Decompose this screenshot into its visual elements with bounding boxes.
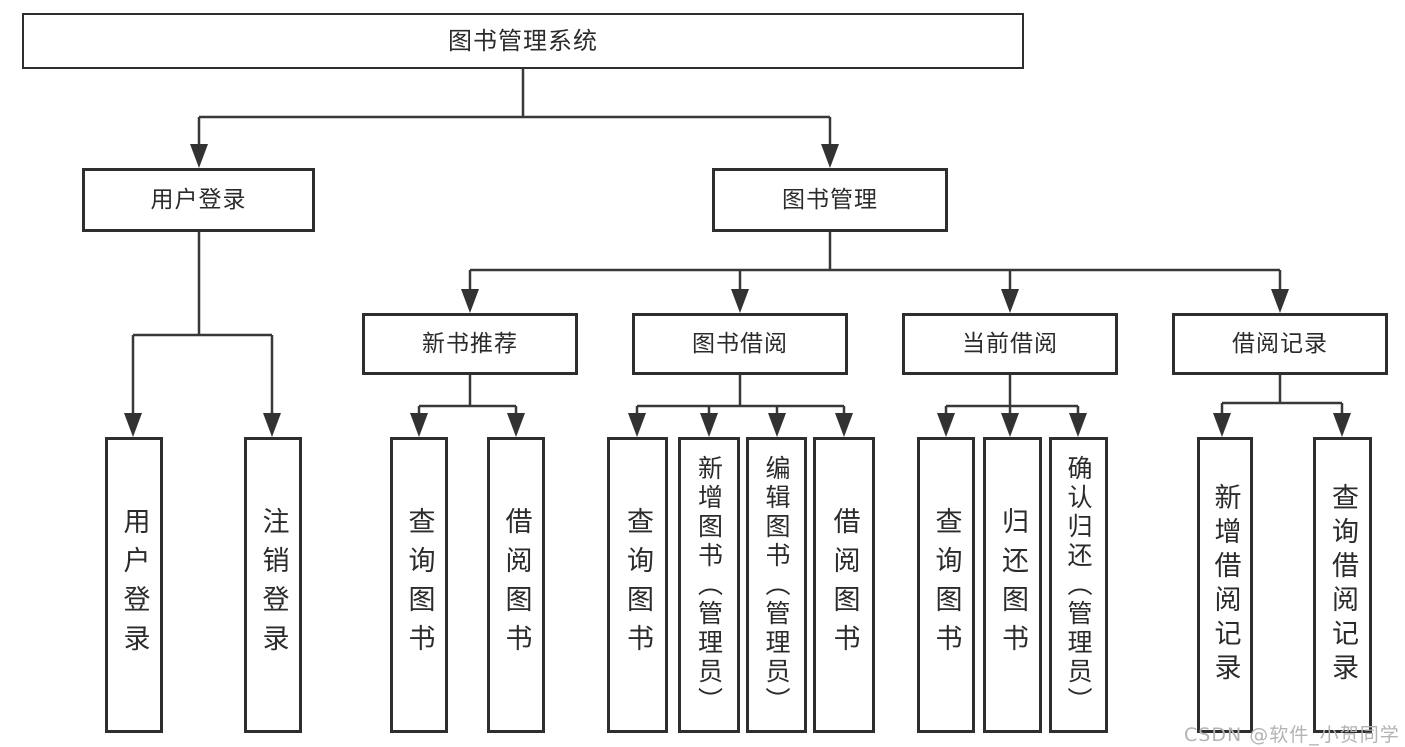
leaf-confirm-return-admin: 确认归还（管理员） bbox=[1049, 437, 1108, 733]
node-new-book-recommend: 新书推荐 bbox=[362, 313, 578, 375]
node-library-system-label: 图书管理系统 bbox=[448, 27, 598, 55]
leaf-query-books-recommend: 查询图书 bbox=[390, 437, 448, 733]
leaf-edit-book-admin-label: 编辑图书（管理员） bbox=[762, 454, 791, 716]
leaf-add-book-admin: 新增图书（管理员） bbox=[678, 437, 740, 733]
leaf-query-books-recommend-label: 查询图书 bbox=[403, 507, 435, 663]
leaf-logout: 注销登录 bbox=[244, 437, 302, 733]
leaf-query-borrow-record-label: 查询借阅记录 bbox=[1327, 483, 1358, 687]
node-current-borrowing: 当前借阅 bbox=[902, 313, 1118, 375]
node-current-borrowing-label: 当前借阅 bbox=[962, 330, 1058, 357]
arrowheads bbox=[124, 144, 1351, 437]
node-borrowing-records: 借阅记录 bbox=[1172, 313, 1388, 375]
node-new-book-recommend-label: 新书推荐 bbox=[422, 330, 518, 357]
leaf-return-books: 归还图书 bbox=[983, 437, 1042, 733]
leaf-query-books-borrow-label: 查询图书 bbox=[622, 507, 653, 663]
leaf-return-books-label: 归还图书 bbox=[997, 507, 1028, 663]
leaf-borrow-books-recommend: 借阅图书 bbox=[487, 437, 545, 733]
leaf-query-borrow-record: 查询借阅记录 bbox=[1313, 437, 1372, 733]
leaf-query-books-current: 查询图书 bbox=[917, 437, 975, 733]
node-library-system: 图书管理系统 bbox=[22, 13, 1024, 69]
node-user-login-label: 用户登录 bbox=[150, 186, 247, 213]
leaf-query-books-borrow: 查询图书 bbox=[607, 437, 668, 733]
leaf-confirm-return-admin-label: 确认归还（管理员） bbox=[1064, 454, 1093, 716]
leaf-borrow-books: 借阅图书 bbox=[813, 437, 875, 733]
leaf-borrow-books-label: 借阅图书 bbox=[828, 507, 860, 663]
node-borrowing-records-label: 借阅记录 bbox=[1232, 330, 1328, 357]
leaf-user-login-label: 用户登录 bbox=[118, 507, 150, 663]
leaf-query-books-current-label: 查询图书 bbox=[930, 507, 962, 663]
node-book-management: 图书管理 bbox=[712, 168, 948, 232]
node-book-borrowing-label: 图书借阅 bbox=[692, 330, 788, 357]
node-book-management-label: 图书管理 bbox=[782, 186, 878, 213]
leaf-logout-label: 注销登录 bbox=[257, 507, 289, 663]
leaf-edit-book-admin: 编辑图书（管理员） bbox=[746, 437, 807, 733]
leaf-add-book-admin-label: 新增图书（管理员） bbox=[694, 454, 724, 716]
leaf-borrow-books-recommend-label: 借阅图书 bbox=[500, 507, 532, 663]
leaf-add-borrow-record: 新增借阅记录 bbox=[1197, 437, 1253, 733]
leaf-user-login: 用户登录 bbox=[105, 437, 163, 733]
leaf-add-borrow-record-label: 新增借阅记录 bbox=[1209, 483, 1241, 687]
node-book-borrowing: 图书借阅 bbox=[632, 313, 848, 375]
node-user-login: 用户登录 bbox=[82, 168, 315, 232]
watermark: CSDN @软件_小贺同学 bbox=[1184, 724, 1400, 746]
